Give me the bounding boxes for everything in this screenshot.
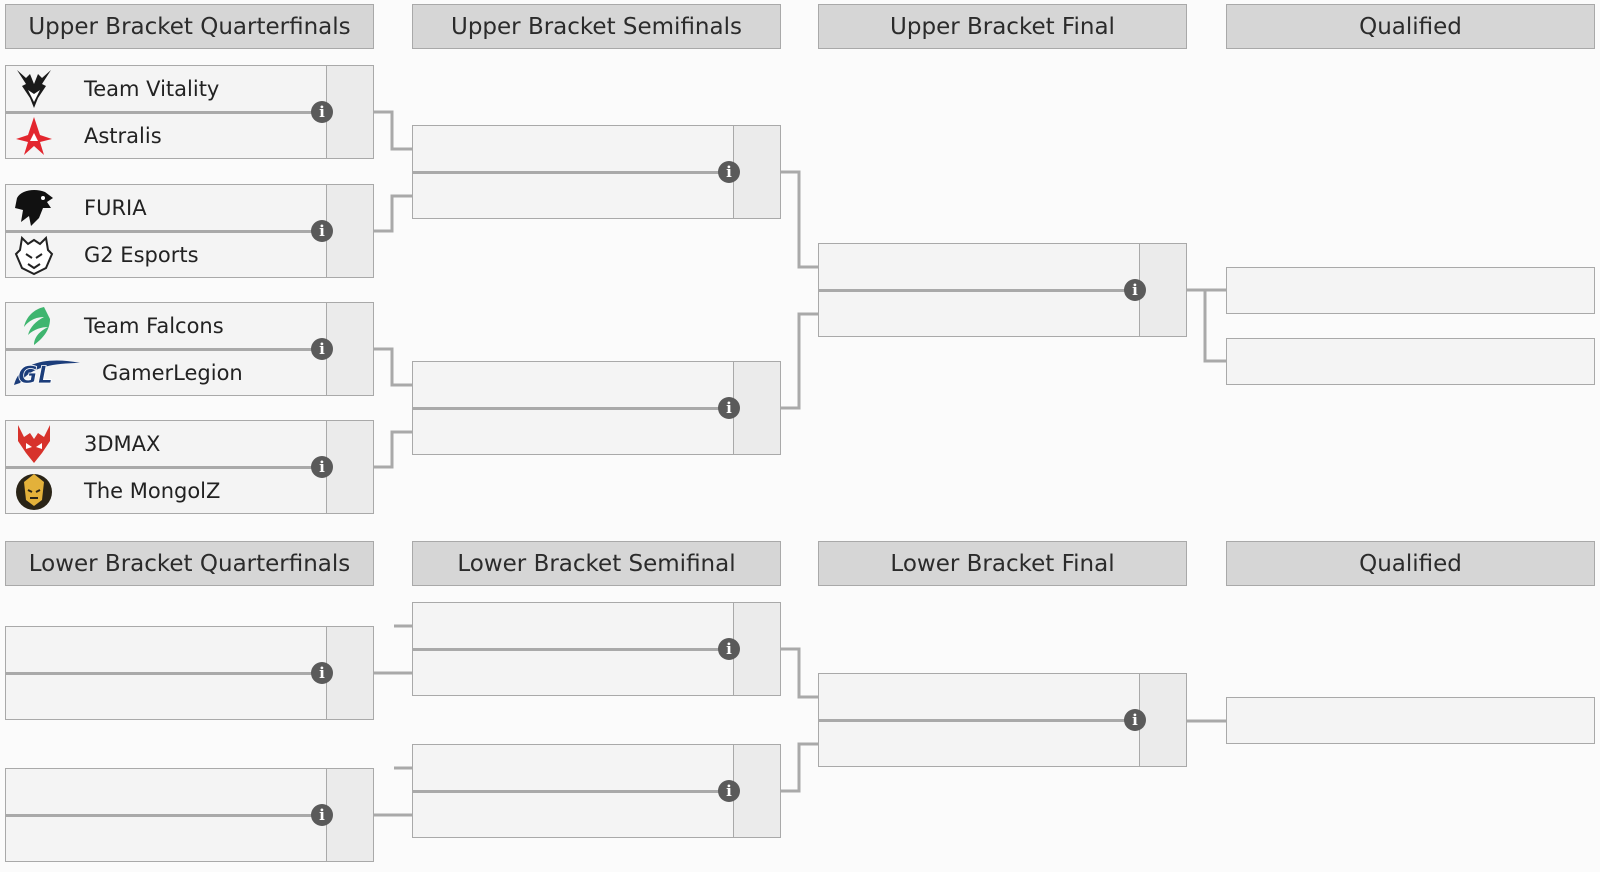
team-name: Team Falcons [84, 314, 224, 338]
vitality-logo-icon [12, 67, 56, 111]
info-icon[interactable]: i [1124, 709, 1146, 731]
info-icon[interactable]: i [311, 338, 333, 360]
astralis-logo-icon [12, 114, 56, 158]
g2-logo-icon [12, 233, 56, 277]
upper-qf-match-3[interactable]: Team Falcons GL GamerLegion i [5, 302, 374, 396]
svg-text:GL: GL [18, 361, 53, 389]
header-upper-semifinals: Upper Bracket Semifinals [412, 4, 781, 49]
team-name: FURIA [84, 196, 147, 220]
upper-qf-match-2[interactable]: FURIA G2 Esports i [5, 184, 374, 278]
team-name: Astralis [84, 124, 162, 148]
mongolz-logo-icon [12, 469, 56, 513]
upper-sf-match-2[interactable]: i [412, 361, 781, 455]
lower-sf-match-2[interactable]: i [412, 744, 781, 838]
match-divider [6, 230, 331, 233]
info-icon[interactable]: i [311, 456, 333, 478]
match-divider [819, 719, 1144, 722]
match-divider [6, 672, 331, 675]
team-name: 3DMAX [84, 432, 161, 456]
score-column [326, 421, 373, 513]
score-column [1139, 244, 1186, 336]
team-slot[interactable]: G2 Esports [6, 232, 331, 278]
team-slot[interactable]: The MongolZ [6, 468, 331, 514]
match-divider [6, 466, 331, 469]
score-column [1139, 674, 1186, 766]
upper-qualified-slot-2[interactable] [1226, 338, 1595, 385]
score-column [326, 627, 373, 719]
score-column [733, 603, 780, 695]
team-slot[interactable]: FURIA [6, 185, 331, 231]
upper-final-match[interactable]: i [818, 243, 1187, 337]
lower-qualified-slot[interactable] [1226, 697, 1595, 744]
header-lower-quarterfinals: Lower Bracket Quarterfinals [5, 541, 374, 586]
match-divider [413, 648, 738, 651]
score-column [326, 769, 373, 861]
team-name: Team Vitality [84, 77, 220, 101]
header-lower-semifinal: Lower Bracket Semifinal [412, 541, 781, 586]
match-divider [6, 814, 331, 817]
team-name: GamerLegion [102, 361, 243, 385]
lower-sf-match-1[interactable]: i [412, 602, 781, 696]
info-icon[interactable]: i [718, 638, 740, 660]
score-column [733, 126, 780, 218]
header-upper-quarterfinals: Upper Bracket Quarterfinals [5, 4, 374, 49]
header-upper-qualified: Qualified [1226, 4, 1595, 49]
info-icon[interactable]: i [718, 161, 740, 183]
match-divider [413, 171, 738, 174]
match-divider [413, 407, 738, 410]
header-upper-final: Upper Bracket Final [818, 4, 1187, 49]
team-slot[interactable]: Team Vitality [6, 66, 331, 112]
team-name: The MongolZ [84, 479, 221, 503]
upper-qualified-slot-1[interactable] [1226, 267, 1595, 314]
info-icon[interactable]: i [311, 804, 333, 826]
match-divider [6, 111, 331, 114]
match-divider [819, 289, 1144, 292]
match-divider [6, 348, 331, 351]
lower-qf-match-2[interactable]: i [5, 768, 374, 862]
header-lower-final: Lower Bracket Final [818, 541, 1187, 586]
furia-logo-icon [12, 186, 56, 230]
team-slot[interactable]: Team Falcons [6, 303, 331, 349]
header-lower-qualified: Qualified [1226, 541, 1595, 586]
score-column [326, 185, 373, 277]
lower-qf-match-1[interactable]: i [5, 626, 374, 720]
lower-final-match[interactable]: i [818, 673, 1187, 767]
gamerlegion-logo-icon: GL [10, 351, 82, 395]
match-divider [413, 790, 738, 793]
score-column [733, 362, 780, 454]
info-icon[interactable]: i [311, 101, 333, 123]
info-icon[interactable]: i [311, 220, 333, 242]
upper-qf-match-4[interactable]: 3DMAX The MongolZ i [5, 420, 374, 514]
score-column [326, 66, 373, 158]
info-icon[interactable]: i [718, 397, 740, 419]
score-column [733, 745, 780, 837]
falcons-logo-icon [12, 304, 56, 348]
team-name: G2 Esports [84, 243, 199, 267]
team-slot[interactable]: GL GamerLegion [6, 350, 331, 396]
info-icon[interactable]: i [718, 780, 740, 802]
upper-qf-match-1[interactable]: Team Vitality Astralis i [5, 65, 374, 159]
team-slot[interactable]: Astralis [6, 113, 331, 159]
info-icon[interactable]: i [311, 662, 333, 684]
score-column [326, 303, 373, 395]
team-slot[interactable]: 3DMAX [6, 421, 331, 467]
3dmax-logo-icon [12, 422, 56, 466]
info-icon[interactable]: i [1124, 279, 1146, 301]
upper-sf-match-1[interactable]: i [412, 125, 781, 219]
